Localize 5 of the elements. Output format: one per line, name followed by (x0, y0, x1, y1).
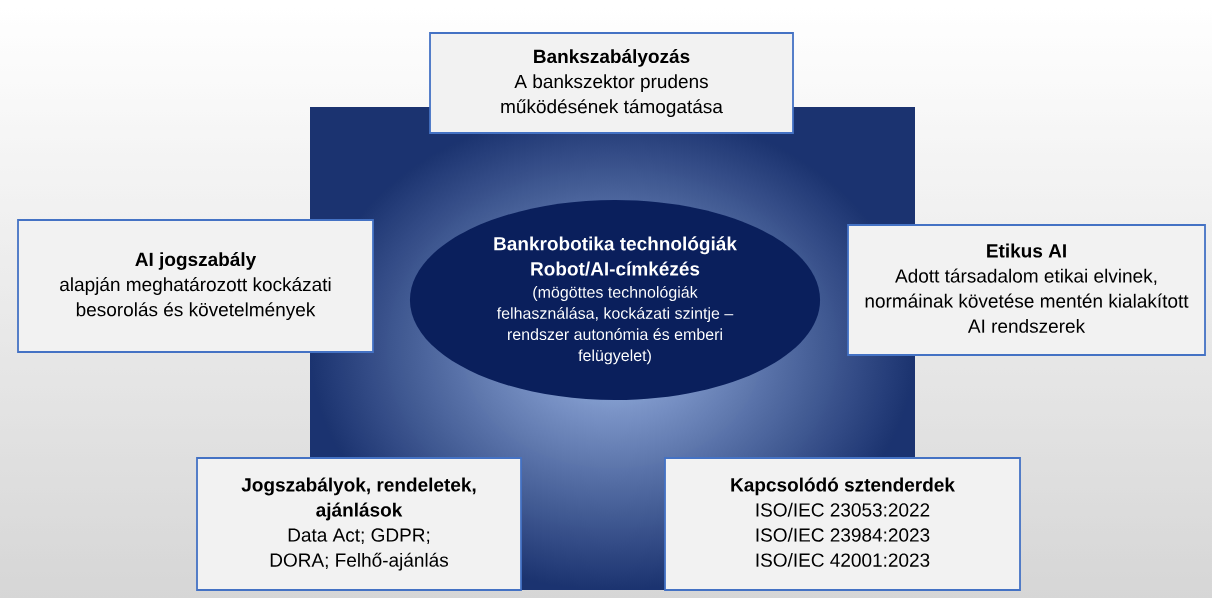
text-box: Jogszabályok, rendeletek, ajánlások Data Act; GDPR; DORA; Felhő-ajánlás (196, 457, 522, 591)
text-box: Bankszabályozás A bankszektor prudens működésének támogatása (429, 32, 794, 134)
text-box: Etikus AI Adott társadalom etikai elvinek, normáinak követése mentén kialakított AI rendszerek (847, 224, 1206, 356)
text-box: Kapcsolódó sztenderdek ISO/IEC 23053:2022 ISO/IEC 23984:2023 ISO/IEC 42001:2023 (664, 457, 1021, 591)
text-box: AI jogszabály alapján meghatározott kockázati besorolás és követelmények (17, 219, 374, 353)
